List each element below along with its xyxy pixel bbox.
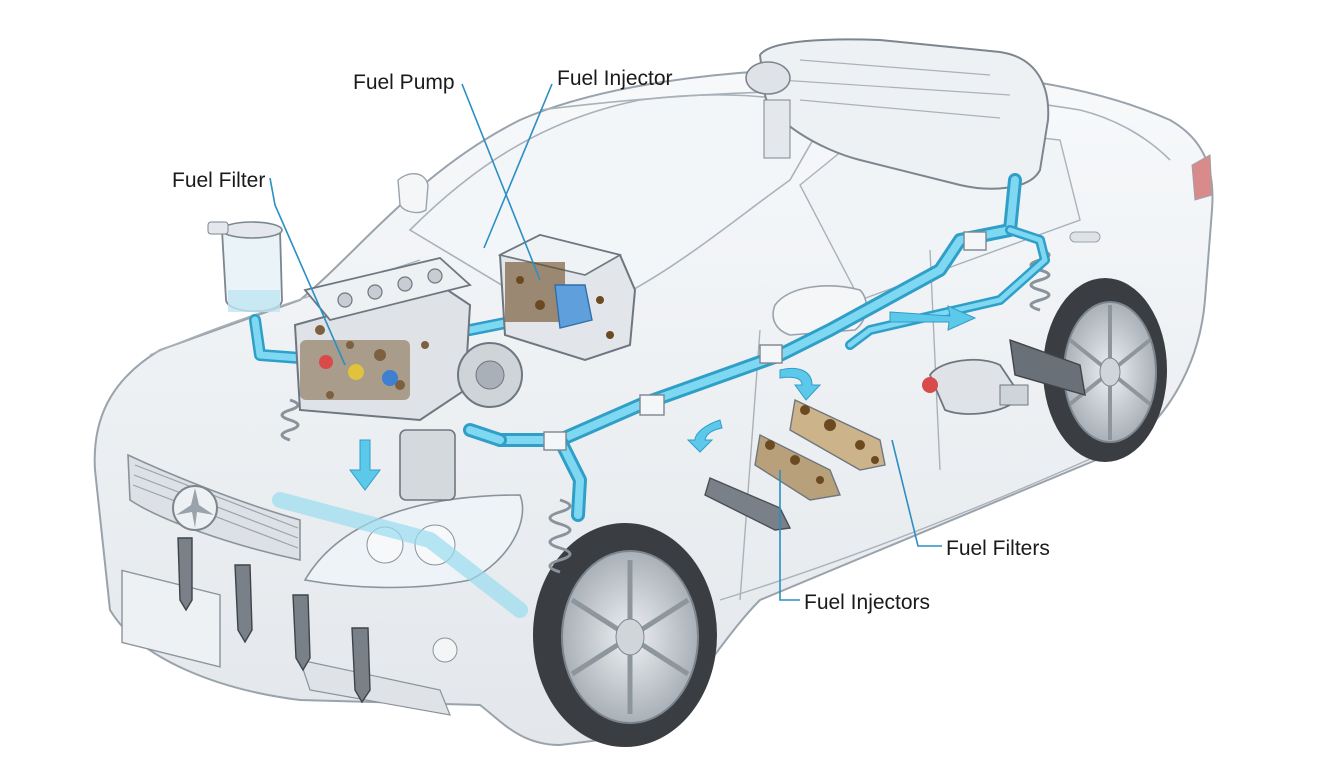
fuel-filter-assembly-rear <box>922 358 1029 415</box>
flow-arrow-3 <box>686 419 723 453</box>
label-fuel-filters: Fuel Filters <box>946 537 1050 560</box>
fuel-filter-canister <box>207 221 283 313</box>
lower-grille <box>299 659 451 716</box>
leader-fuel-filter <box>269 177 346 366</box>
pump-motor <box>554 284 593 329</box>
flow-arrow-4 <box>349 439 381 491</box>
leader-fuel-filters <box>891 439 942 547</box>
door-line-rear <box>929 249 941 471</box>
flow-arrow-2 <box>779 367 822 401</box>
label-fuel-injectors: Fuel Injectors <box>804 591 931 614</box>
engine-port-yellow <box>348 364 364 380</box>
rear-brake-assembly <box>1009 338 1086 396</box>
flow-arrow-1 <box>889 305 977 331</box>
loose-injector <box>704 477 792 531</box>
engine-port-blue <box>382 370 398 386</box>
injector-3 <box>292 594 311 672</box>
fuel-lines <box>249 173 1050 618</box>
emblem-star <box>176 488 214 528</box>
front-injectors <box>177 537 371 704</box>
engine-block <box>293 257 523 501</box>
rear-wheel <box>1043 278 1167 462</box>
fuel-tank <box>745 38 1050 190</box>
fuel-injector-cluster-under <box>704 433 841 531</box>
fog-light <box>432 637 458 663</box>
leader-fuel-pump <box>461 83 541 281</box>
label-fuel-filter: Fuel Filter <box>172 169 266 192</box>
injector-4 <box>351 627 371 704</box>
leader-fuel-injector <box>483 83 553 249</box>
front-wheel <box>533 523 717 747</box>
flow-arrows <box>349 305 977 491</box>
front-spring <box>548 498 572 574</box>
fuel-line-lower <box>272 492 528 618</box>
line-clamps <box>543 231 987 451</box>
label-fuel-pump: Fuel Pump <box>353 71 455 94</box>
tank-pump-module <box>763 99 791 159</box>
leader-fuel-injectors <box>779 470 800 601</box>
leader-lines <box>269 83 942 601</box>
label-fuel-injector: Fuel Injector <box>557 67 673 90</box>
injector-1 <box>177 537 193 612</box>
fuel-pump-unit <box>497 233 637 362</box>
engine-port-red <box>319 355 333 369</box>
injector-2 <box>234 564 253 644</box>
engine-lower-pump <box>399 429 456 501</box>
door-handle-rear <box>1069 231 1101 243</box>
left-mirror <box>397 173 429 214</box>
front-left-spring <box>280 398 300 442</box>
tail-light <box>1191 154 1213 201</box>
door-line-front <box>739 329 761 601</box>
front-fascia <box>121 453 524 716</box>
license-plate <box>121 569 221 668</box>
tank-cap <box>745 61 791 95</box>
sill-line <box>719 449 1111 601</box>
fuel-filter-assembly-mid <box>789 398 886 471</box>
